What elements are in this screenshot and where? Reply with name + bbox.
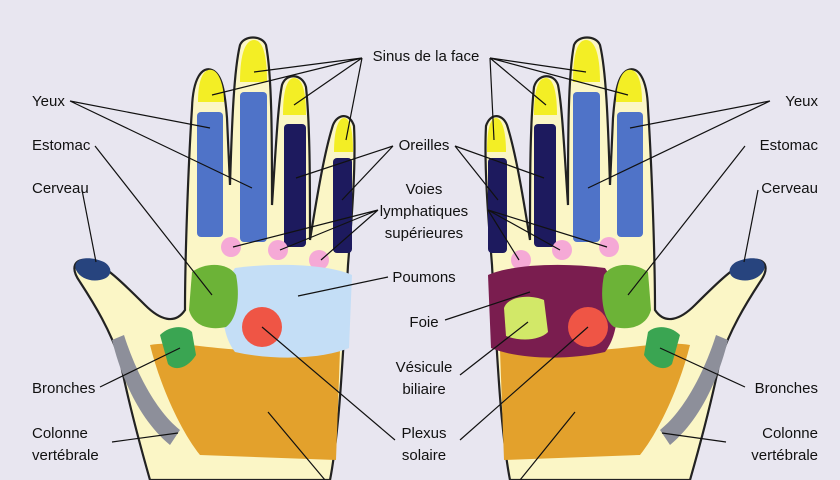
right-pinky-ear [488,158,507,253]
label-plexus-line1: Plexus [401,425,446,442]
leader-foie [444,291,531,321]
right-ring-ear [534,124,556,247]
label-colonne-left-line2: vertébrale [32,447,99,464]
label-cerveau-right: Cerveau [761,180,818,197]
label-plexus-line2: solaire [402,447,446,464]
leader-lower-zone [267,411,576,480]
label-estomac-right: Estomac [760,137,819,154]
leader-plexus [261,326,589,441]
left-pinky-ear [333,158,352,253]
label-voies-line2: lymphatiques [380,203,468,220]
left-palm-bronchi-zone [160,327,196,369]
left-ring-ear [284,124,306,247]
right-palm-bronchi-zone [644,327,680,369]
label-colonne-right-line2: vertébrale [751,447,818,464]
leader-oreilles [295,145,545,201]
label-voies-line1: Voies [406,181,443,198]
label-cerveau-left: Cerveau [32,180,89,197]
left-lymph-dot [221,237,241,257]
right-palm-gallbladder-zone [504,296,548,340]
right-pinky-sinus [487,118,506,152]
label-vesicule-line2: biliaire [402,381,445,398]
label-bronches-right: Bronches [755,380,818,397]
right-palm-solar-zone [500,343,690,460]
leader-lines [69,57,771,480]
label-vesicule-line1: Vésicule [396,359,453,376]
leader-colonne [111,432,727,443]
label-colonne-right-line1: Colonne [762,425,818,442]
leader-voies [232,209,608,261]
leader-poumons [297,276,389,297]
left-lymph-dot [309,250,329,270]
right-ring-sinus [534,78,557,115]
right-lymph-dot [552,240,572,260]
right-spine-edge [660,335,728,445]
label-yeux-right: Yeux [785,93,818,110]
label-colonne-left-line1: Colonne [32,425,88,442]
left-ring-sinus [283,78,306,115]
leader-vesicule [459,321,529,376]
right-lymph-dot [599,237,619,257]
left-middle-eye [240,92,267,242]
left-spine-edge [112,335,180,445]
leader-cerveau [81,189,759,263]
left-palm-lung-zone [222,264,352,358]
labels: Sinus de la face Yeux Yeux Estomac Estom… [32,48,819,464]
right-middle-eye [573,92,600,242]
right-index-eye [617,112,643,237]
label-poumons: Poumons [392,269,455,286]
left-lymph-dot [268,240,288,260]
leader-sinus [211,57,629,141]
leader-yeux [69,100,771,189]
label-voies-line3: supérieures [385,225,463,242]
label-bronches-left: Bronches [32,380,95,397]
label-estomac-left: Estomac [32,137,91,154]
leader-bronches [99,347,746,388]
leader-estomac [94,145,746,296]
right-hand [484,36,767,480]
left-hand [73,36,356,480]
left-palm-solar-zone [150,343,340,460]
label-oreilles: Oreilles [399,137,450,154]
label-sinus: Sinus de la face [373,48,480,65]
left-thumb-brain-zone [75,258,111,281]
left-index-eye [197,112,223,237]
label-yeux-left: Yeux [32,93,65,110]
label-foie: Foie [409,314,438,331]
right-thumb-brain-zone [729,258,765,281]
